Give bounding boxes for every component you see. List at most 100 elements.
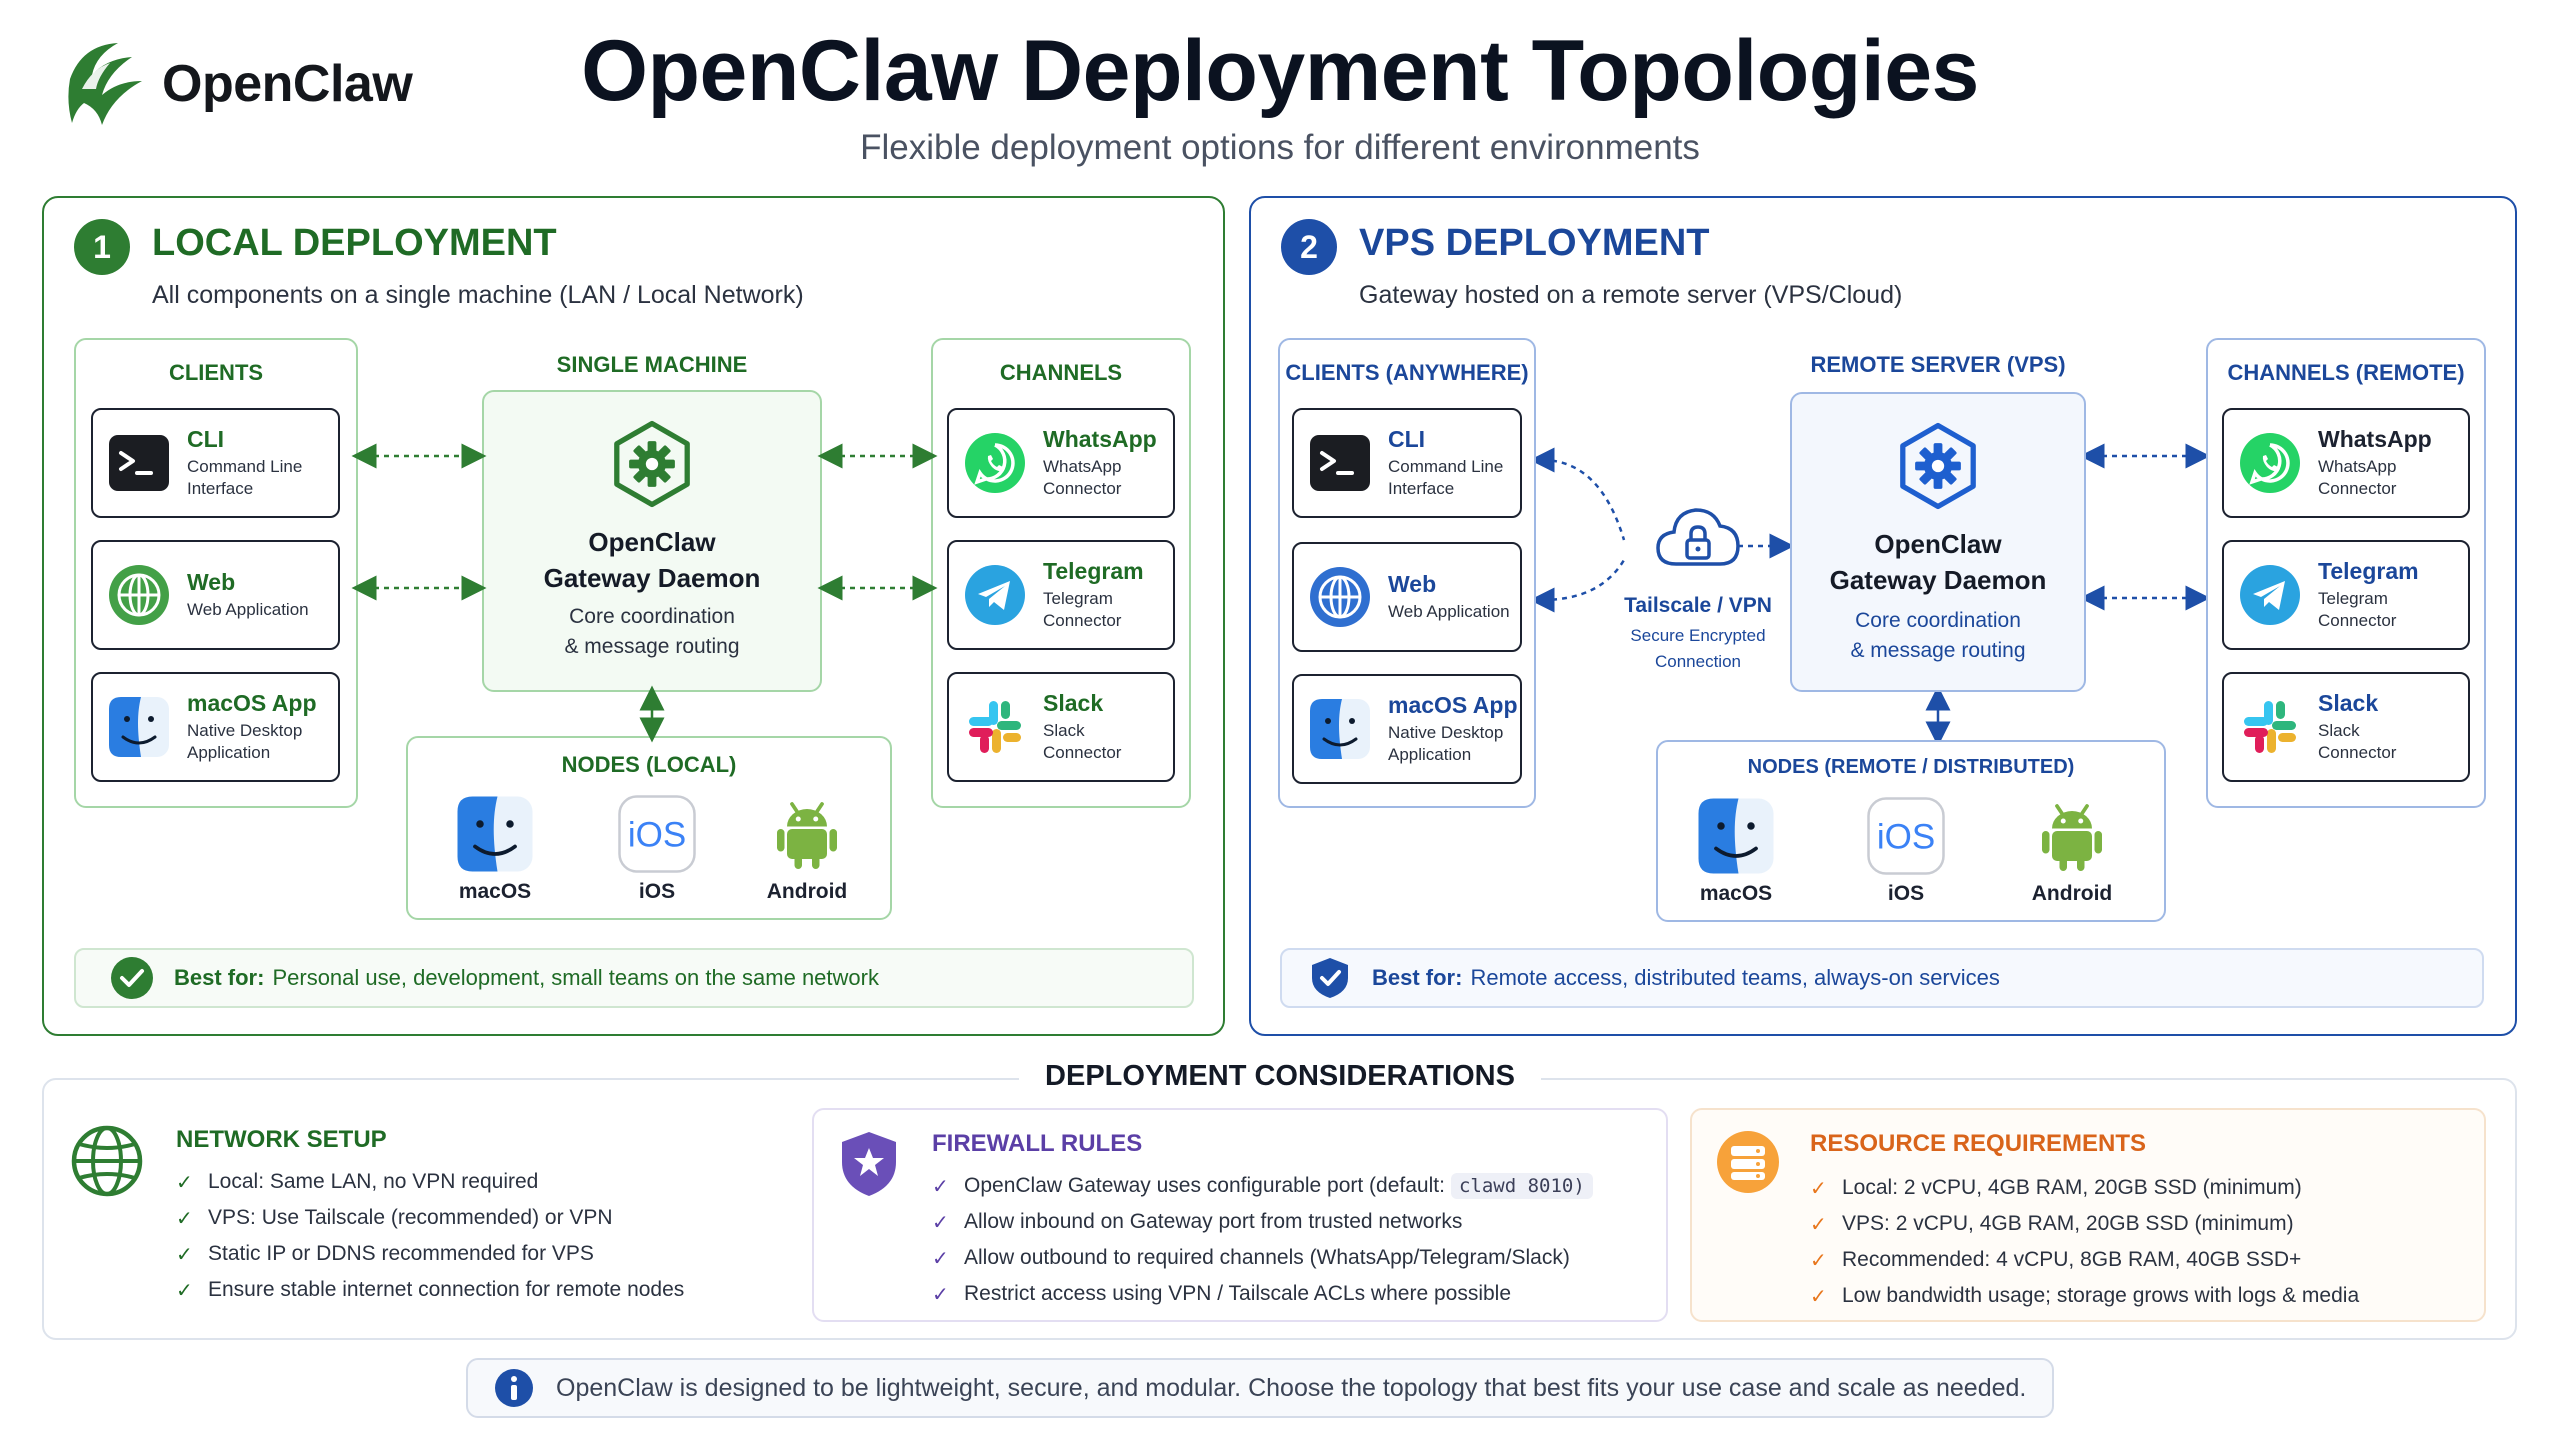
channel-name: WhatsApp <box>1043 426 1157 452</box>
gateway-name: Gateway Daemon <box>543 563 761 593</box>
channel-desc: Telegram <box>1043 589 1113 608</box>
check-icon: ✓ <box>932 1247 949 1270</box>
node-label: macOS <box>1699 882 1773 905</box>
channel-desc: Connector <box>1043 743 1122 762</box>
local-gateway-box[interactable] <box>482 390 822 692</box>
vps-gateway-box[interactable] <box>1790 392 2086 692</box>
local-channel-slack[interactable]: Slack Slack Connector <box>947 672 1175 782</box>
brand-name: OpenClaw <box>162 55 413 113</box>
page-subtitle: Flexible deployment options for differen… <box>860 128 1700 167</box>
openclaw-logo: OpenClaw <box>62 36 413 132</box>
resources-title: RESOURCE REQUIREMENTS <box>1810 1130 2147 1157</box>
node-label: iOS <box>1887 882 1925 905</box>
vps-client-cli[interactable]: CLI Command Line Interface <box>1292 408 1522 518</box>
local-bestfor-bar: Best for: Personal use, development, sma… <box>74 948 1194 1008</box>
vps-client-web[interactable]: Web Web Application <box>1292 542 1522 652</box>
gateway-desc: Core coordination <box>569 605 735 628</box>
slack-icon <box>2238 695 2302 759</box>
node-label: Android <box>2031 882 2113 905</box>
vps-channel-slack[interactable]: Slack Slack Connector <box>2222 672 2470 782</box>
single-machine-title: SINGLE MACHINE <box>556 352 748 377</box>
list-item-text: VPS: Use Tailscale (recommended) or VPN <box>208 1206 613 1229</box>
network-setup-list: ✓Local: Same LAN, no VPN required ✓VPS: … <box>176 1164 684 1308</box>
globe-outline-icon <box>71 1125 143 1197</box>
list-item-text: Low bandwidth usage; storage grows with … <box>1842 1284 2360 1307</box>
channel-desc: Connector <box>1043 479 1122 498</box>
android-icon <box>2032 796 2112 876</box>
port-code: clawd 8010) <box>1450 1173 1593 1199</box>
channel-name: Telegram <box>1043 558 1144 584</box>
gateway-desc: & message routing <box>564 635 740 658</box>
shield-check-icon <box>1312 958 1348 998</box>
list-item: ✓ Allow outbound to required channels (Wh… <box>932 1240 1593 1276</box>
local-deployment-panel <box>42 196 1225 1036</box>
client-desc: Interface <box>187 479 254 498</box>
vps-clients-title: CLIENTS (ANYWHERE) <box>1285 360 1529 385</box>
client-desc: Interface <box>1388 479 1455 498</box>
vps-channel-telegram[interactable]: Telegram Telegram Connector <box>2222 540 2470 650</box>
list-item-text: Local: Same LAN, no VPN required <box>208 1170 539 1193</box>
check-icon: ✓ <box>1810 1249 1827 1272</box>
list-item-text: Ensure stable internet connection for re… <box>208 1278 685 1301</box>
considerations-title-text: DEPLOYMENT CONSIDERATIONS <box>1019 1060 1541 1092</box>
bestfor-text: Personal use, development, small teams o… <box>272 965 879 990</box>
cloud-lock-icon <box>1656 508 1740 566</box>
channel-desc: Telegram <box>2318 589 2388 608</box>
local-channels-title: CHANNELS <box>999 360 1123 385</box>
server-icon <box>1717 1131 1779 1193</box>
channel-desc: Connector <box>2318 743 2397 762</box>
gateway-desc: Core coordination <box>1855 609 2021 632</box>
list-item: ✓VPS: 2 vCPU, 4GB RAM, 20GB SSD (minimum… <box>1810 1206 2359 1242</box>
node-label: Android <box>766 880 848 903</box>
list-item-text: Allow inbound on Gateway port from trust… <box>964 1210 1463 1233</box>
macos-icon <box>1696 796 1776 876</box>
channel-desc: Slack <box>2318 721 2360 740</box>
client-desc: Native Desktop <box>1388 723 1504 742</box>
tunnel-desc: Connection <box>1654 652 1741 671</box>
considerations-title: DEPLOYMENT CONSIDERATIONS <box>0 1060 2560 1093</box>
list-item: ✓VPS: Use Tailscale (recommended) or VPN <box>176 1200 684 1236</box>
network-setup-title: NETWORK SETUP <box>176 1126 387 1153</box>
local-channel-whatsapp[interactable]: WhatsApp WhatsApp Connector <box>947 408 1175 518</box>
vps-bestfor-bar: Best for: Remote access, distributed tea… <box>1280 948 2484 1008</box>
vps-number-badge: 2 <box>1281 219 1337 275</box>
whatsapp-icon <box>2238 431 2302 495</box>
check-icon: ✓ <box>176 1171 193 1194</box>
client-desc: Application <box>187 743 271 762</box>
list-item-text: OpenClaw Gateway uses configurable port … <box>964 1174 1445 1197</box>
client-name: Web <box>1388 571 1437 597</box>
vps-channels-title: CHANNELS (REMOTE) <box>2227 360 2465 385</box>
channel-desc: WhatsApp <box>2318 457 2397 476</box>
channel-name: Telegram <box>2318 558 2419 584</box>
client-name: CLI <box>1388 426 1426 452</box>
channel-name: Slack <box>2318 690 2379 716</box>
local-number-badge: 1 <box>74 219 130 275</box>
channel-name: WhatsApp <box>2318 426 2432 452</box>
local-client-cli[interactable]: CLI Command Line Interface <box>91 408 340 518</box>
local-clients-title: CLIENTS <box>168 360 264 385</box>
local-channel-telegram[interactable]: Telegram Telegram Connector <box>947 540 1175 650</box>
gateway-desc: & message routing <box>1850 639 2026 662</box>
bestfor-text: Remote access, distributed teams, always… <box>1470 965 2000 990</box>
list-item-text: Recommended: 4 vCPU, 8GB RAM, 40GB SSD+ <box>1842 1248 2302 1271</box>
local-title: LOCAL DEPLOYMENT <box>152 222 557 264</box>
terminal-icon <box>1308 431 1372 495</box>
client-name: macOS App <box>1388 692 1518 718</box>
local-client-macos-app[interactable]: macOS App Native Desktop Application <box>91 672 340 782</box>
vps-channel-whatsapp[interactable]: WhatsApp WhatsApp Connector <box>2222 408 2470 518</box>
local-client-web[interactable]: Web Web Application <box>91 540 340 650</box>
local-nodes-title: NODES (LOCAL) <box>561 752 737 777</box>
vps-client-macos-app[interactable]: macOS App Native Desktop Application <box>1292 674 1522 784</box>
node-label: iOS <box>638 880 676 903</box>
list-item: ✓ Recommended: 4 vCPU, 8GB RAM, 40GB SSD+ <box>1810 1242 2359 1278</box>
shield-star-icon <box>842 1132 896 1196</box>
check-icon: ✓ <box>176 1243 193 1266</box>
local-subtitle: All components on a single machine (LAN … <box>152 281 804 309</box>
list-item: ✓ Local: Same LAN, no VPN required <box>176 1164 684 1200</box>
list-item-text: Allow outbound to required channels (Wha… <box>964 1246 1570 1269</box>
gateway-name: Gateway Daemon <box>1829 565 2047 595</box>
client-desc: Application <box>1388 745 1472 764</box>
claw-logo-icon <box>68 43 142 125</box>
list-item-text: Local: 2 vCPU, 4GB RAM, 20GB SSD (minimu… <box>1842 1176 2302 1199</box>
